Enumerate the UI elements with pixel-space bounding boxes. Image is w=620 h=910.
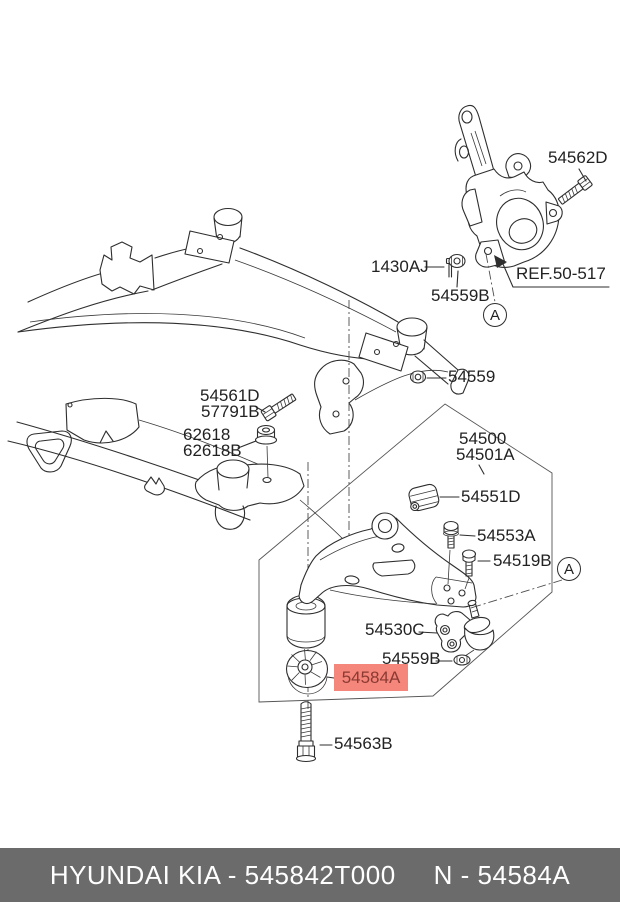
callout-54559B-bottom[interactable]: 54559B [382,649,441,668]
callout-54559B-top[interactable]: 54559B [431,286,490,305]
callout-62618B[interactable]: 62618B [183,441,242,460]
callout-54519B[interactable]: 54519B [493,551,552,570]
nut-54559B-top [449,255,465,268]
leader-lines [238,169,586,745]
bolt-54519B [463,550,476,589]
callout-54500[interactable]: 54500 [459,429,507,448]
callout-ref-50-517[interactable]: REF.50-517 [516,264,606,283]
bolt-54563B [297,702,316,762]
callout-62618[interactable]: 62618 [183,425,231,444]
bushing-54584A-drawing [287,649,328,694]
callout-54553A[interactable]: 54553A [477,526,536,545]
assembly-box-outline [259,404,552,702]
callout-54551D[interactable]: 54551D [461,487,521,506]
steering-knuckle-drawing [455,105,562,267]
callout-1430AJ[interactable]: 1430AJ [371,257,429,276]
nut-54559 [411,371,426,383]
callout-54559[interactable]: 54559 [448,367,496,386]
lower-control-arm-drawing [299,513,476,607]
callout-54562D[interactable]: 54562D [548,148,608,167]
callout-57791B[interactable]: 57791B [201,402,260,421]
bolt-54562D [557,175,593,206]
footer-bar: HYUNDAI KIA - 545842T000 N - 54584A [0,848,620,902]
callout-54561D[interactable]: 54561D [200,386,260,405]
callout-54563B[interactable]: 54563B [334,734,393,753]
nut-62618 [256,426,277,479]
callout-54584A[interactable]: 54584A [334,664,408,691]
view-circle-a-bottom[interactable]: A [557,557,581,581]
nut-54559B-bottom [454,655,470,665]
ref-arrow [494,255,609,287]
callout-54530C[interactable]: 54530C [365,620,425,639]
ball-joint-drawing [463,600,494,656]
bolt-54561D [261,392,298,422]
callout-54501A[interactable]: 54501A [456,445,515,464]
bushing-54551D-drawing [407,483,441,512]
bolt-54553A [444,522,459,585]
view-circle-a-top[interactable]: A [483,303,507,327]
center-lines [308,254,562,712]
subframe-drawing [8,209,469,544]
footer-left-text: HYUNDAI KIA - 545842T000 [49,859,396,890]
footer-right-text: N - 54584A [433,859,571,890]
